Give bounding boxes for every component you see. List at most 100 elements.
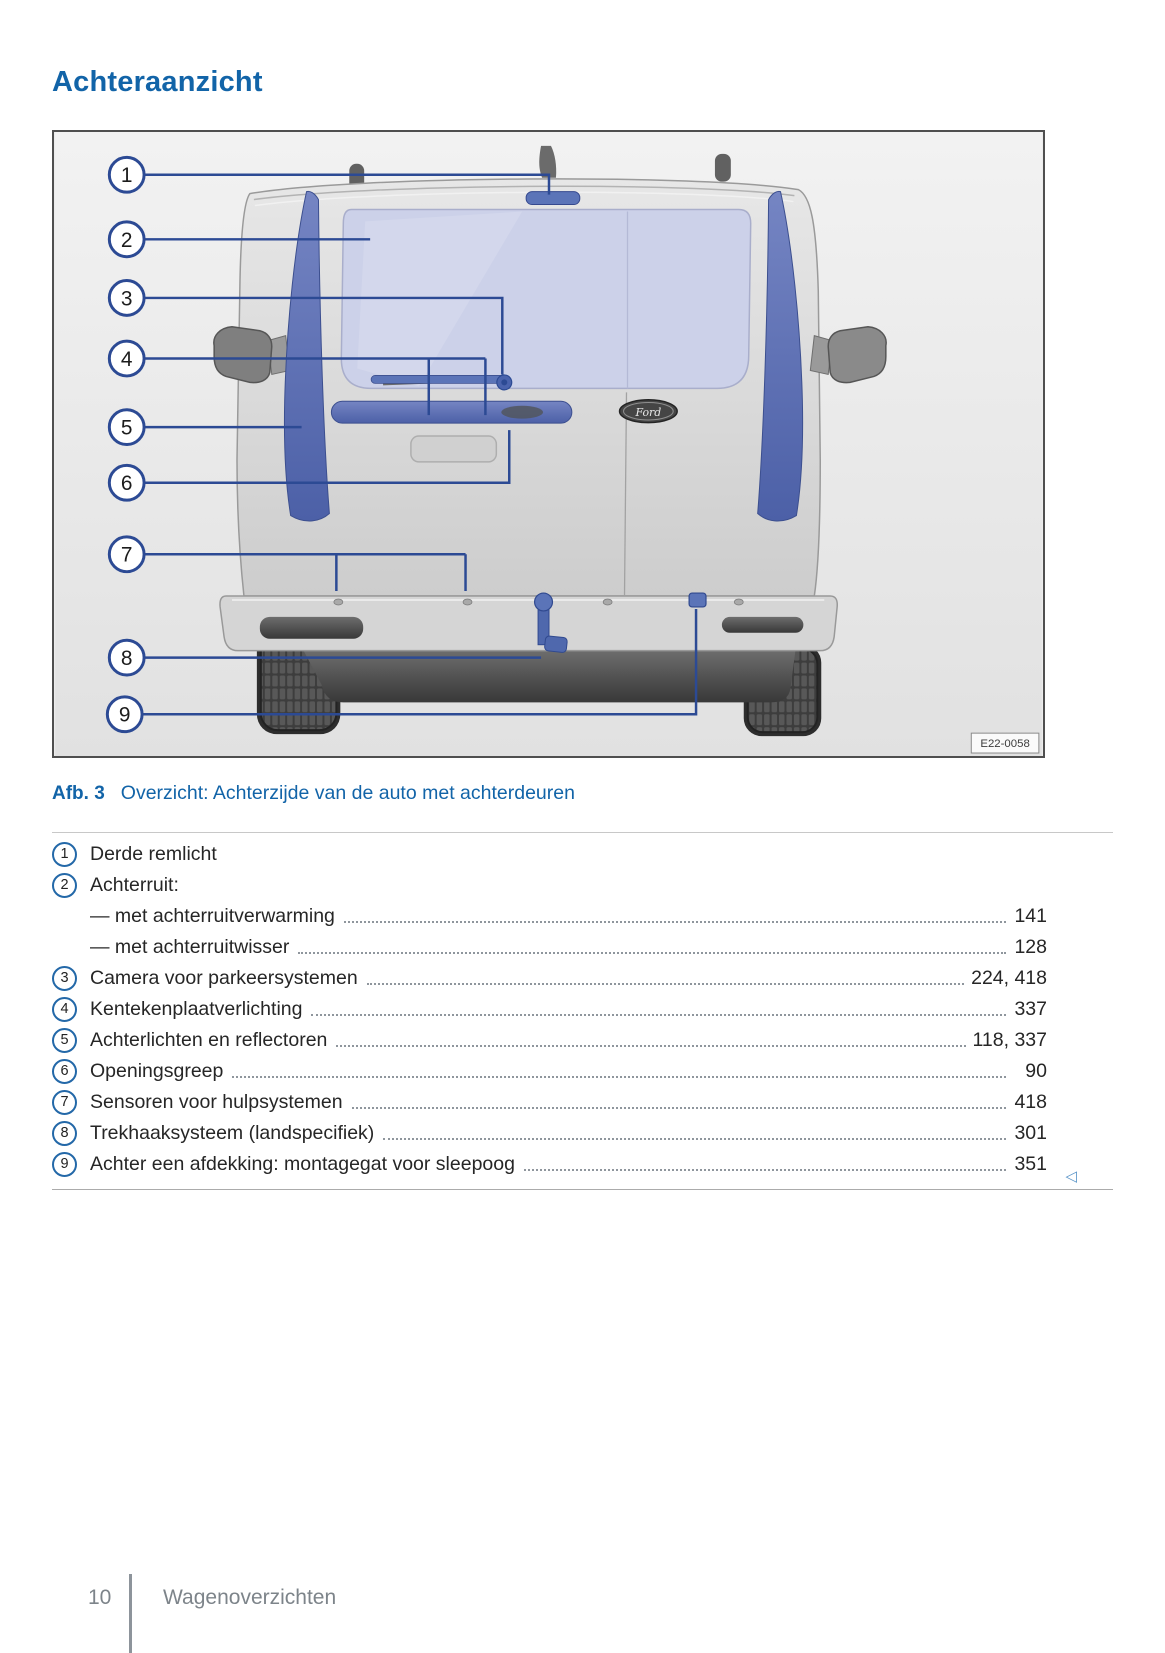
svg-text:Ford: Ford — [634, 406, 661, 419]
item-pages: 141 — [1014, 905, 1047, 927]
callout-4: 4 — [107, 339, 146, 378]
footer-section-title: Wagenoverzichten — [163, 1586, 337, 1609]
dotted-leader — [523, 1158, 1006, 1171]
caption-text: Overzicht: Achterzijde van de auto met a… — [120, 782, 575, 804]
item-pages: 118, 337 — [972, 1029, 1047, 1051]
svg-text:7: 7 — [121, 544, 133, 567]
licence-light-bar — [330, 400, 573, 424]
callout-3: 3 — [107, 279, 146, 317]
leader-line-4 — [144, 357, 487, 416]
legend-item: 1 Derde remlicht — [52, 839, 1113, 870]
item-pages: 90 — [1025, 1060, 1047, 1082]
image-code-label: E22-0058 — [970, 732, 1040, 754]
callout-5: 5 — [107, 408, 146, 446]
legend-item: 8 Trekhaaksysteem (landspecifiek) 301 — [52, 1118, 1113, 1149]
right-tail-light — [757, 190, 804, 522]
dotted-leader — [366, 972, 965, 985]
callout-6: 6 — [107, 463, 146, 502]
item-label: Achterlichten en reflectoren — [90, 1029, 328, 1051]
page-title: Achteraanzicht — [52, 66, 263, 98]
legend-item: 7 Sensoren voor hulpsystemen 418 — [52, 1087, 1113, 1118]
under-bumper-panel — [303, 650, 796, 703]
item-label: Derde remlicht — [90, 843, 217, 865]
callout-2: 2 — [107, 220, 146, 259]
door-seam — [623, 211, 629, 596]
parking-sensors — [333, 598, 744, 606]
item-pages: 337 — [1014, 998, 1047, 1020]
item-label: Sensoren voor hulpsystemen — [90, 1091, 343, 1113]
dotted-leader — [336, 1034, 966, 1047]
item-label: — met achterruitwisser — [90, 936, 290, 958]
right-mirror — [809, 326, 887, 384]
callout-8: 8 — [107, 638, 146, 677]
svg-text:1: 1 — [121, 164, 133, 187]
legend-subitem: — met achterruitverwarming 141 — [52, 901, 1113, 932]
item-pages: 418 — [1014, 1091, 1047, 1113]
svg-text:2: 2 — [121, 229, 133, 252]
end-of-section-icon: ◁ — [1065, 1168, 1077, 1185]
rear-bumper — [219, 595, 839, 652]
item-number-badge: 8 — [52, 1121, 77, 1146]
item-label: Achterruit: — [90, 874, 179, 896]
item-pages: 128 — [1014, 936, 1047, 958]
figure-frame: Ford — [52, 130, 1045, 758]
ford-logo: Ford — [618, 399, 678, 424]
leader-line-1 — [144, 173, 551, 195]
dotted-leader — [383, 1127, 1006, 1140]
caption-label: Afb. 3 — [52, 783, 105, 804]
legend-item: 3 Camera voor parkeersystemen 224, 418 — [52, 963, 1113, 994]
third-brake-light — [525, 191, 581, 206]
item-label: Camera voor parkeersystemen — [90, 967, 358, 989]
svg-text:3: 3 — [121, 287, 133, 310]
item-pages: 224, 418 — [971, 967, 1047, 989]
leader-line-7 — [144, 553, 467, 592]
legend-item: 9 Achter een afdekking: montagegat voor … — [52, 1149, 1113, 1184]
legend-list: 1 Derde remlicht 2 Achterruit: — met ach… — [52, 832, 1113, 1190]
item-label: Achter een afdekking: montagegat voor sl… — [90, 1153, 515, 1175]
legend-item: 4 Kentekenplaatverlichting 337 — [52, 994, 1113, 1025]
footer-divider — [129, 1574, 132, 1653]
opening-handle — [501, 405, 544, 419]
legend-item: 2 Achterruit: — [52, 870, 1113, 901]
svg-text:E22-0058: E22-0058 — [980, 738, 1029, 750]
item-pages: 351 — [1014, 1153, 1047, 1175]
svg-text:4: 4 — [121, 348, 133, 371]
item-number-badge: 9 — [52, 1152, 77, 1177]
item-label: Kentekenplaatverlichting — [90, 998, 303, 1020]
svg-text:8: 8 — [121, 647, 133, 670]
callout-leader-lines — [142, 173, 698, 716]
svg-text:5: 5 — [121, 417, 133, 440]
leader-line-6 — [144, 430, 511, 484]
dotted-leader — [311, 1003, 1006, 1016]
dotted-leader — [232, 1065, 1006, 1078]
svg-text:9: 9 — [119, 704, 131, 727]
item-number-badge: 7 — [52, 1090, 77, 1115]
leader-line-3 — [144, 296, 504, 375]
item-pages: 301 — [1014, 1122, 1047, 1144]
left-mirror — [213, 326, 291, 384]
callout-7: 7 — [107, 535, 146, 574]
figure-caption: Afb. 3 Overzicht: Achterzijde van de aut… — [52, 782, 575, 805]
parking-camera — [496, 374, 513, 391]
left-tail-light — [283, 190, 330, 522]
callout-circles: 1 2 3 4 5 6 7 8 9 — [105, 155, 146, 734]
tow-eye-cover — [688, 592, 707, 608]
callout-1: 1 — [107, 155, 146, 194]
item-number-badge: 2 — [52, 873, 77, 898]
item-number-badge: 6 — [52, 1059, 77, 1084]
callout-9: 9 — [105, 695, 144, 734]
van-rear-illustration: Ford — [55, 132, 1042, 756]
item-label: — met achterruitverwarming — [90, 905, 335, 927]
leader-line-9 — [142, 608, 698, 716]
rear-wiper — [370, 375, 511, 386]
footer-page-number: 10 — [88, 1586, 112, 1609]
legend-item: 6 Openingsgreep 90 — [52, 1056, 1113, 1087]
svg-text:6: 6 — [121, 472, 133, 495]
item-number-badge: 5 — [52, 1028, 77, 1053]
item-number-badge: 1 — [52, 842, 77, 867]
item-label: Openingsgreep — [90, 1060, 224, 1082]
item-number-badge: 4 — [52, 997, 77, 1022]
dotted-leader — [298, 941, 1006, 954]
legend-item: 5 Achterlichten en reflectoren 118, 337 — [52, 1025, 1113, 1056]
